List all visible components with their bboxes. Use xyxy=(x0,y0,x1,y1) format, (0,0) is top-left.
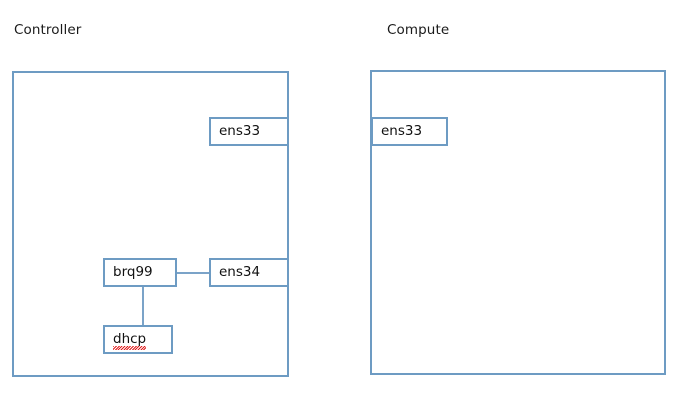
interface-label-controller-ens33: ens33 xyxy=(219,122,261,139)
host-container-controller xyxy=(12,71,289,377)
link-brq99-to-dhcp xyxy=(142,287,144,325)
host-title-controller: Controller xyxy=(14,22,82,38)
interface-label-controller-brq99: brq99 xyxy=(113,263,153,280)
interface-box-controller-dhcp[interactable]: dhcp xyxy=(103,325,173,354)
link-brq99-to-ens34 xyxy=(177,272,209,274)
host-title-compute: Compute xyxy=(387,22,450,38)
interface-box-controller-brq99[interactable]: brq99 xyxy=(103,258,177,287)
interface-box-controller-ens33[interactable]: ens33 xyxy=(209,117,289,146)
host-container-compute xyxy=(370,70,666,375)
interface-label-compute-ens33: ens33 xyxy=(381,122,423,139)
interface-label-controller-ens34: ens34 xyxy=(219,263,261,280)
interface-box-controller-ens34[interactable]: ens34 xyxy=(209,258,289,287)
interface-label-controller-dhcp: dhcp xyxy=(105,332,147,350)
interface-box-compute-ens33[interactable]: ens33 xyxy=(371,117,448,146)
